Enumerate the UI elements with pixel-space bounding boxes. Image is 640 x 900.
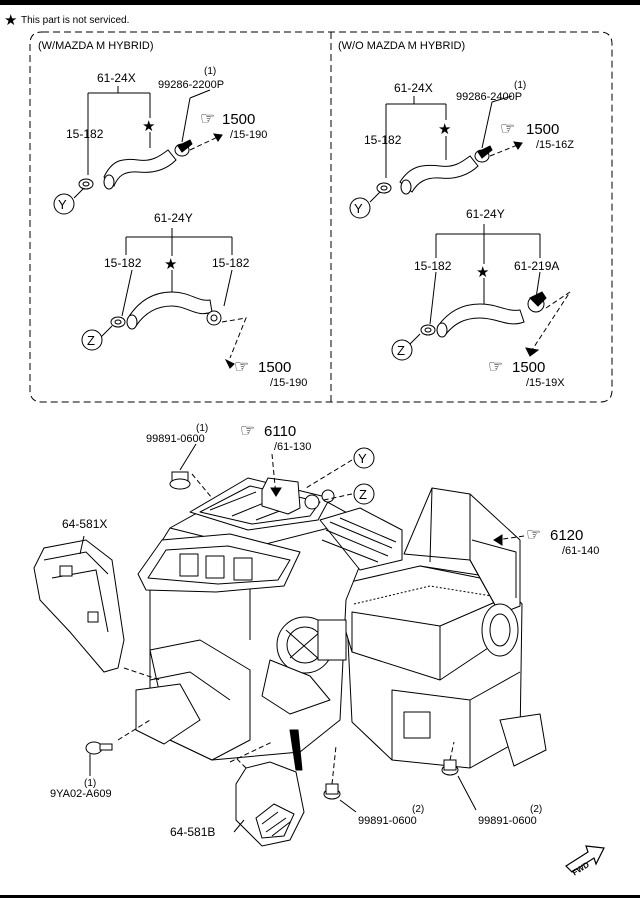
label-ref-1500-left-x: 1500 <box>222 111 255 128</box>
label-9ya02-a609: 9YA02-A609 <box>50 788 112 800</box>
hose-61-24y <box>437 303 525 335</box>
svg-text:Y: Y <box>58 197 67 212</box>
star-icon: ★ <box>142 118 155 135</box>
hand-pointer-icon: ☞ <box>488 357 503 376</box>
label-99286-2400p-qty: (1) <box>514 80 526 91</box>
label-99891-0600-nut1-qty: (2) <box>412 804 424 815</box>
svg-text:Z: Z <box>87 333 95 348</box>
hvac-unit-drawing <box>135 477 547 771</box>
connector-y-right: Y <box>349 197 371 219</box>
right-panel-title: (W/O MAZDA M HYBRID) <box>338 40 465 52</box>
svg-text:Y: Y <box>358 451 367 466</box>
star-icon: ★ <box>164 256 177 273</box>
clamp-left-y <box>420 324 436 336</box>
star-icon: ★ <box>476 264 489 281</box>
svg-text:Z: Z <box>397 343 405 358</box>
label-ref-1500-right-x: 1500 <box>526 121 559 138</box>
clamp-right-x <box>174 139 193 157</box>
label-99891-0600-top: 99891-0600 <box>146 433 205 445</box>
hand-pointer-icon: ☞ <box>234 357 249 376</box>
label-99286-2400p: 99286-2400P <box>456 91 522 103</box>
hose-61-24y <box>127 291 213 327</box>
label-64-581b: 64-581B <box>170 825 215 839</box>
hand-pointer-icon: ☞ <box>200 109 215 128</box>
star-icon: ★ <box>438 121 451 138</box>
svg-text:Y: Y <box>354 201 363 216</box>
label-ref-61-140: /61-140 <box>562 545 599 557</box>
nut-99891-0600-2 <box>441 759 459 776</box>
hand-pointer-icon: ☞ <box>240 421 255 440</box>
clamp-left-x <box>78 178 94 190</box>
hose-61-24x <box>399 155 479 193</box>
top-rule <box>0 0 640 5</box>
label-99891-0600-nut2-qty: (2) <box>530 804 542 815</box>
screw-9ya02-a609 <box>85 741 113 755</box>
clamp-left-y <box>110 316 126 328</box>
right-panel <box>369 95 571 357</box>
label-ref-15-190-left-y: /15-190 <box>270 377 307 389</box>
label-61-24x-right: 61-24X <box>394 81 433 95</box>
hand-pointer-icon: ☞ <box>500 119 515 138</box>
connector-z-left: Z <box>81 329 103 351</box>
legend-star-icon: ★ <box>4 12 17 29</box>
fwd-arrow-icon: FWD <box>565 845 605 877</box>
clamp-right-x <box>474 145 493 163</box>
clamp-right-y <box>206 310 222 326</box>
label-ref-15-16z-right-x: /15-16Z <box>536 139 574 151</box>
upper-detail-frame <box>29 31 613 403</box>
label-64-581x: 64-581X <box>62 517 107 531</box>
label-15-182-left-x: 15-182 <box>66 127 104 141</box>
left-panel-title: (W/MAZDA M HYBRID) <box>38 40 154 52</box>
label-99286-2200p-qty: (1) <box>204 66 216 77</box>
label-ref-6120: 6120 <box>550 527 583 544</box>
label-ref-1500-left-y: 1500 <box>258 359 291 376</box>
label-61-24y-left: 61-24Y <box>154 211 193 225</box>
bolt-99891-0600-top <box>169 471 191 490</box>
duct-64-581b <box>235 761 305 847</box>
clip-61-219a <box>527 291 547 313</box>
duct-64-581x <box>33 539 125 673</box>
connector-z-main: Z <box>353 483 375 505</box>
legend-text: This part is not serviced. <box>21 15 129 26</box>
leader-lines <box>79 443 525 833</box>
svg-text:Z: Z <box>359 487 367 502</box>
label-ref-1500-right-y: 1500 <box>512 359 545 376</box>
label-61-219a: 61-219A <box>514 259 559 273</box>
hand-pointer-icon: ☞ <box>526 525 541 544</box>
connector-z-right: Z <box>391 339 413 361</box>
left-panel <box>73 86 247 369</box>
connector-y-left: Y <box>53 193 75 215</box>
label-ref-6110: 6110 <box>264 423 296 440</box>
label-15-182-left-y2: 15-182 <box>212 256 250 270</box>
label-99891-0600-nut2: 99891-0600 <box>478 815 537 827</box>
clamp-left-x <box>376 182 392 194</box>
hose-61-24x <box>103 149 177 187</box>
label-15-182-right-y: 15-182 <box>414 259 452 273</box>
label-61-24x-left: 61-24X <box>97 71 136 85</box>
label-ref-61-130: /61-130 <box>274 441 311 453</box>
label-9ya02-a609-qty: (1) <box>84 778 96 789</box>
label-99891-0600-top-qty: (1) <box>196 423 208 434</box>
connector-y-main: Y <box>353 447 375 469</box>
label-15-182-right-x: 15-182 <box>364 133 402 147</box>
label-99286-2200p: 99286-2200P <box>158 79 224 91</box>
label-ref-15-19x-right-y: /15-19X <box>526 377 565 389</box>
label-15-182-left-y1: 15-182 <box>104 256 142 270</box>
label-99891-0600-nut1: 99891-0600 <box>358 815 417 827</box>
label-ref-15-190-left-x: /15-190 <box>230 129 267 141</box>
label-61-24y-right: 61-24Y <box>466 207 505 221</box>
nut-99891-0600-1 <box>323 783 341 800</box>
bottom-rule <box>0 895 640 898</box>
